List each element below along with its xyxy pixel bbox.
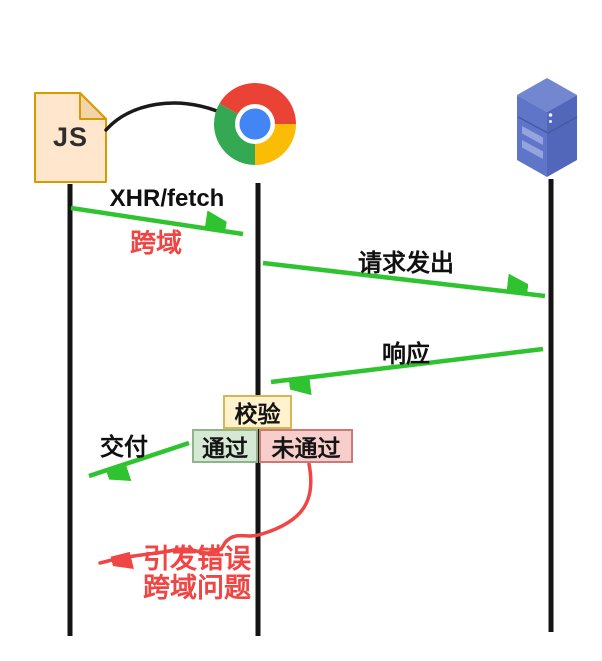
js-file-icon <box>34 92 107 183</box>
deliver-arrow <box>88 440 190 476</box>
deliver-label: 交付 <box>100 434 148 461</box>
fail-box-label: 未通过 <box>271 435 341 461</box>
request-arrow <box>262 260 546 299</box>
response-label: 响应 <box>382 341 430 368</box>
error-label-line1: 引发错误 <box>143 544 251 574</box>
js-file-label: JS <box>52 122 89 152</box>
xhr-arrow <box>70 205 244 237</box>
error-label: 引发错误 跨域问题 <box>143 545 251 603</box>
error-arrow <box>98 462 313 563</box>
check-box-label: 校验 <box>234 401 281 427</box>
pass-box: 通过 <box>192 429 258 463</box>
response-arrow <box>270 346 544 382</box>
fail-box: 未通过 <box>259 429 353 463</box>
xhr-label: XHR/fetch <box>109 185 225 212</box>
js-browser-connector-curve <box>104 101 219 132</box>
chrome-browser-icon <box>213 82 296 165</box>
pass-box-label: 通过 <box>202 435 248 461</box>
error-label-line2: 跨域问题 <box>143 573 251 603</box>
cross-domain-label: 跨域 <box>129 228 183 258</box>
request-label: 请求发出 <box>358 250 454 277</box>
server-icon <box>517 78 578 177</box>
check-box: 校验 <box>223 395 292 429</box>
